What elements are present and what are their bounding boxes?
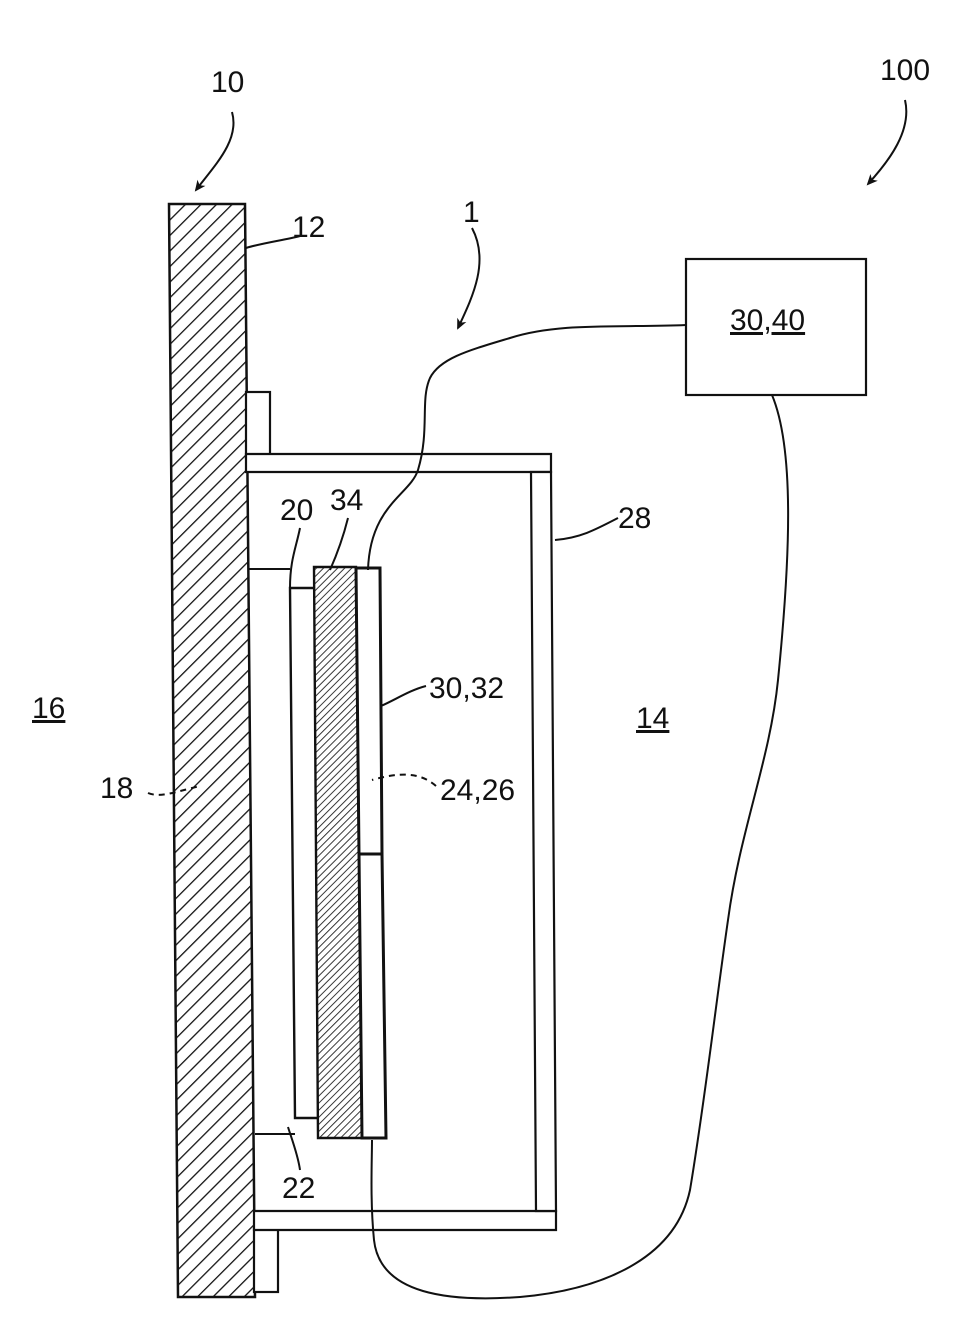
label-34: 34	[330, 484, 363, 517]
housing-top-wall	[246, 454, 551, 472]
leader-28	[555, 518, 618, 540]
housing-right-wall	[531, 472, 556, 1211]
arrow-100	[868, 100, 906, 184]
leader-30-32	[381, 686, 426, 706]
label-10: 10	[211, 66, 244, 99]
label-30-40: 30,40	[730, 304, 805, 337]
label-24-26: 24,26	[440, 774, 515, 807]
label-22: 22	[282, 1172, 315, 1205]
label-28: 28	[618, 502, 651, 535]
leader-20	[290, 528, 300, 588]
element-30-32-upper	[356, 568, 382, 854]
label-30-32: 30,32	[429, 672, 504, 705]
element-30-32-lower	[359, 854, 386, 1138]
lower-cable	[372, 395, 789, 1298]
label-16: 16	[32, 692, 65, 725]
label-1: 1	[463, 196, 480, 229]
label-18: 18	[100, 772, 133, 805]
arrow-1	[458, 228, 480, 328]
label-20: 20	[280, 494, 313, 527]
housing-bottom-wall	[254, 1211, 556, 1230]
arrow-10	[196, 112, 234, 190]
label-14: 14	[636, 702, 669, 735]
label-12: 12	[292, 211, 325, 244]
layer-34-hatched	[314, 567, 362, 1138]
lower-bracket	[254, 1228, 278, 1292]
upper-bracket	[246, 392, 270, 458]
wall-hatched-panel	[169, 204, 255, 1297]
leader-34	[330, 518, 348, 570]
label-100: 100	[880, 54, 930, 87]
